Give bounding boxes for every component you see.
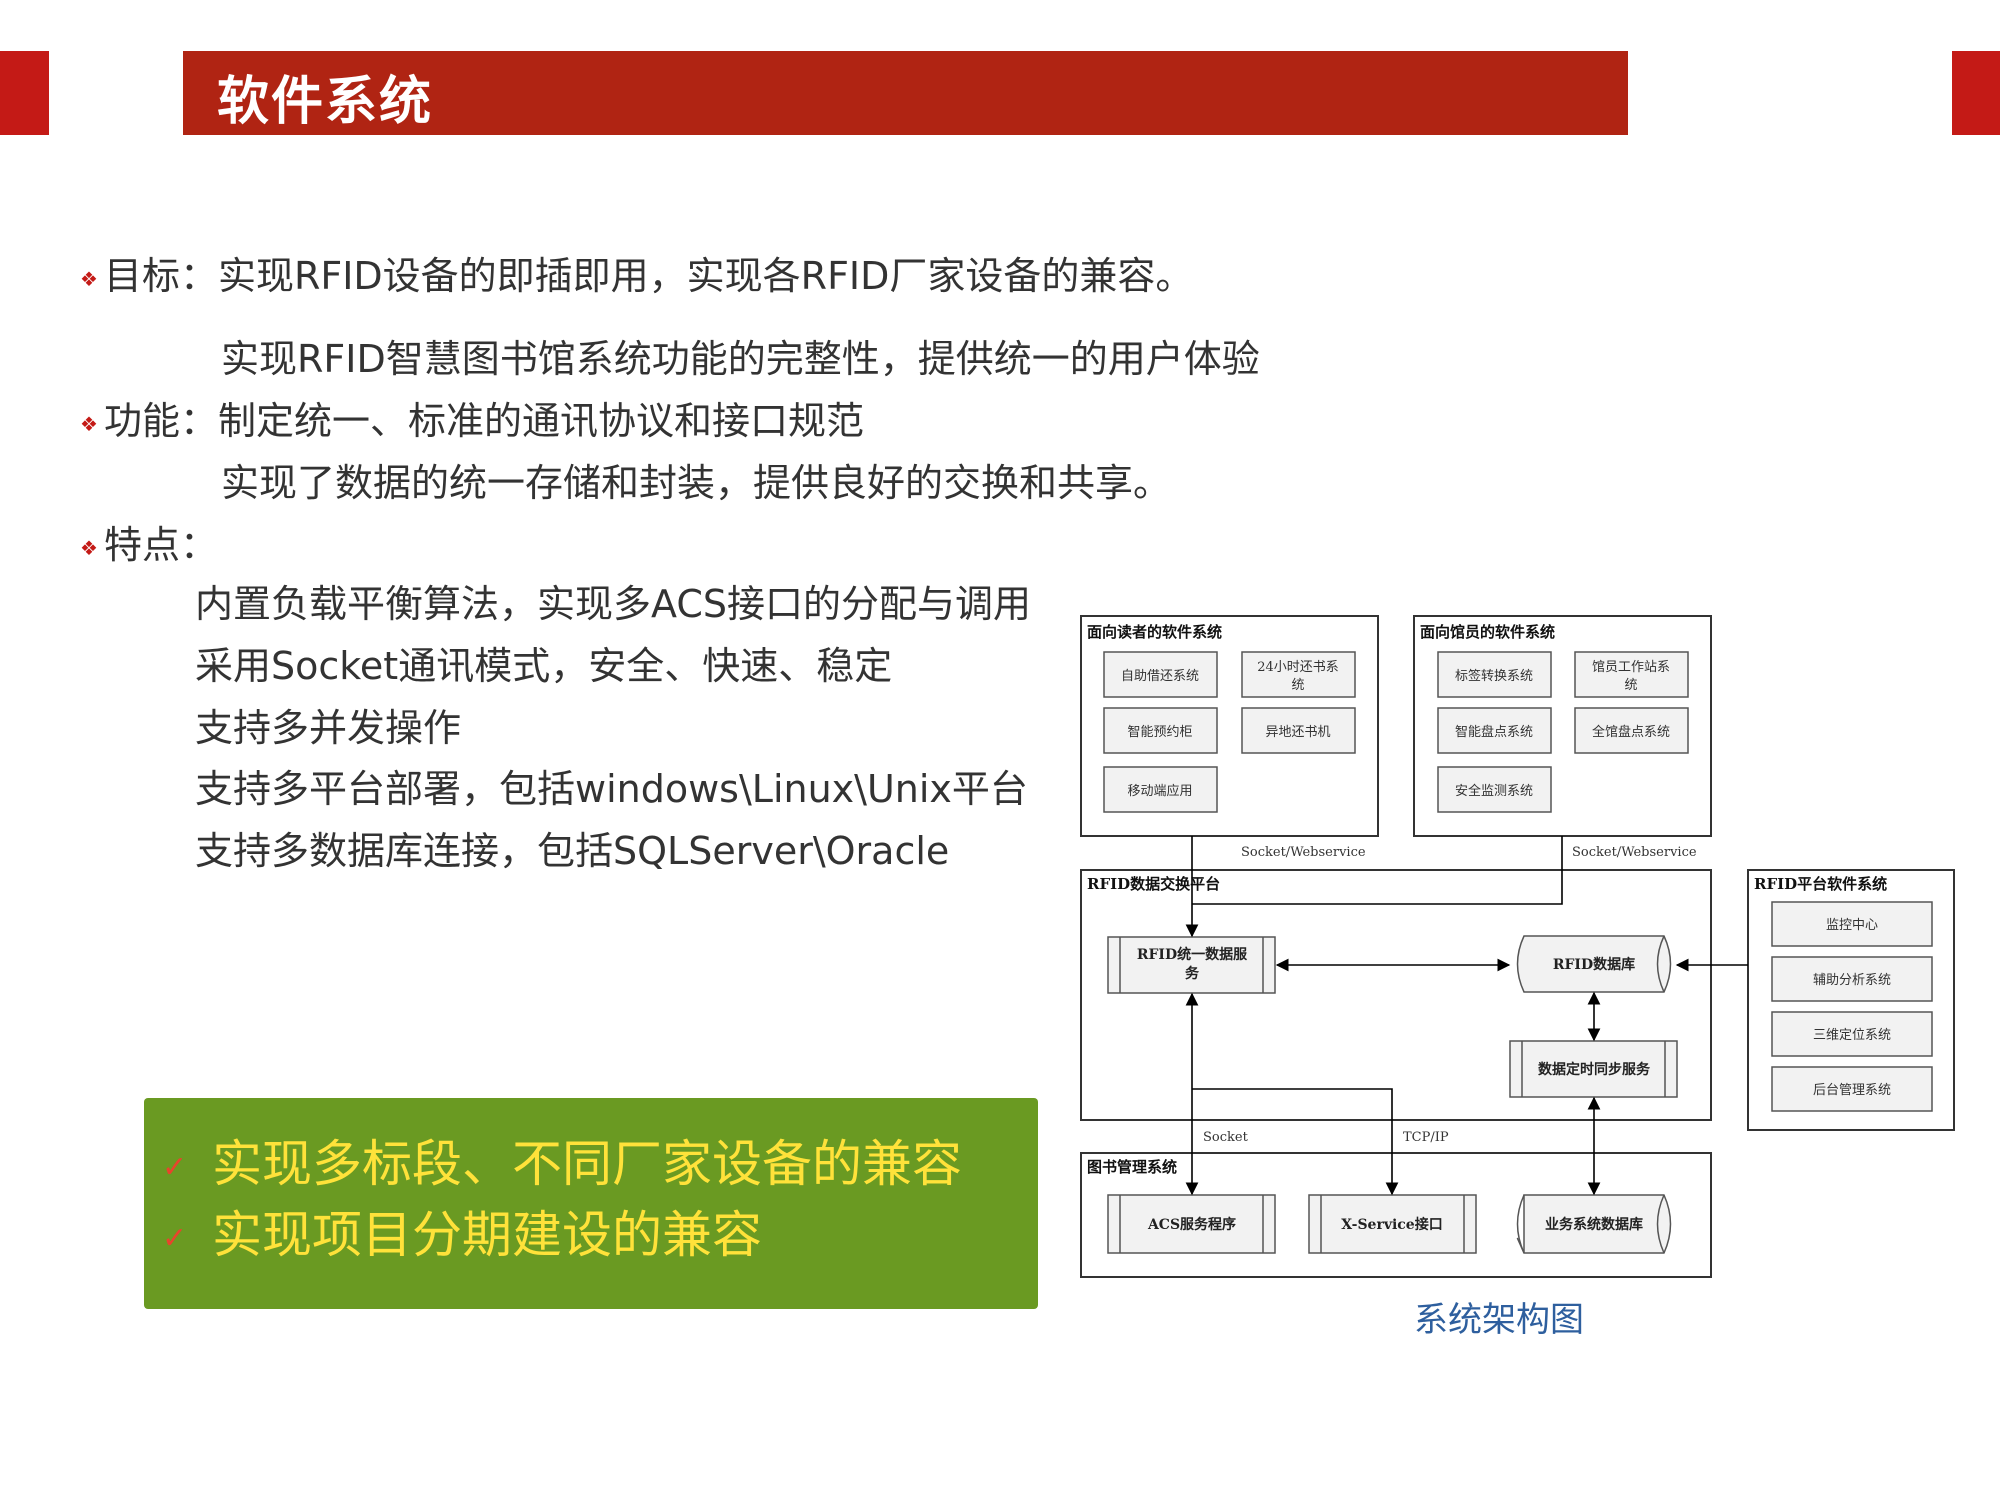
rfid-platform-software-group: RFID平台软件系统 监控中心 辅助分析系统 三维定位系统 后台管理系统 — [1747, 869, 1955, 1131]
data-sync-service: 数据定时同步服务 — [1538, 1061, 1651, 1078]
staff-item-security-monitor: 安全监测系统 — [1455, 783, 1533, 799]
staff-item-workstation-2: 统 — [1624, 678, 1637, 693]
checkmark-icon: ✓ — [162, 1149, 188, 1185]
socket-label: Socket — [1203, 1130, 1249, 1145]
tcpip-label: TCP/IP — [1403, 1130, 1449, 1145]
library-group-title: 图书管理系统 — [1087, 1158, 1177, 1176]
staff-item-workstation: 馆员工作站系 — [1592, 660, 1670, 675]
highlight-item: ✓ 实现项目分期建设的兼容 — [162, 1205, 762, 1269]
staff-item-smart-inventory: 智能盘点系统 — [1455, 724, 1533, 740]
feature-label: 特点： — [103, 523, 218, 567]
protocol-label-reader: Socket/Webservice — [1241, 845, 1366, 860]
highlight-item: ✓ 实现多标段、不同厂家设备的兼容 — [162, 1134, 962, 1198]
rfid-unified-data-service-2: 务 — [1185, 965, 1200, 982]
left-accent-bar — [0, 51, 49, 135]
rfid-unified-data-service: RFID统一数据服 — [1137, 946, 1248, 963]
right-accent-bar — [1952, 51, 2000, 135]
feature-item: 支持多数据库连接，包括SQLServer\Oracle — [195, 829, 950, 873]
goal-text-1: 目标：实现RFID设备的即插即用，实现各RFID厂家设备的兼容。 — [103, 254, 1194, 298]
platform-item-analysis: 辅助分析系统 — [1813, 973, 1891, 988]
goal-line-1: ❖目标：实现RFID设备的即插即用，实现各RFID厂家设备的兼容。 — [80, 253, 1193, 302]
title-bar: 软件系统 — [183, 51, 1628, 135]
page-title: 软件系统 — [217, 72, 434, 132]
platform-item-3d-location: 三维定位系统 — [1813, 1028, 1891, 1043]
architecture-diagram: 面向读者的软件系统 自助借还系统 24小时还书系 统 智能预约柜 异地还书机 移… — [1080, 615, 1955, 1278]
rfid-exchange-platform: RFID数据交换平台 RFID统一数据服 务 RFID数据库 数据定时同步服务 — [1080, 869, 1712, 1121]
feature-item: 支持多并发操作 — [195, 706, 462, 750]
goal-line-2: 实现RFID智慧图书馆系统功能的完整性，提供统一的用户体验 — [221, 337, 1260, 381]
diamond-bullet-icon: ❖ — [80, 411, 98, 436]
exchange-platform-title: RFID数据交换平台 — [1087, 875, 1220, 893]
diamond-bullet-icon: ❖ — [80, 535, 98, 560]
reader-item-remote-return: 异地还书机 — [1265, 725, 1330, 740]
rfid-database: RFID数据库 — [1553, 956, 1635, 973]
reader-item-24h-return-2: 统 — [1291, 678, 1304, 693]
function-line-2: 实现了数据的统一存储和封装，提供良好的交换和共享。 — [221, 461, 1172, 505]
platform-group-title: RFID平台软件系统 — [1754, 875, 1887, 893]
feature-item: 内置负载平衡算法，实现多ACS接口的分配与调用 — [195, 582, 1031, 626]
highlight-item-text: 实现项目分期建设的兼容 — [212, 1206, 762, 1264]
library-management-group: 图书管理系统 ACS服务程序 X-Service接口 业务系统数据库 — [1080, 1152, 1712, 1278]
diagram-caption: 系统架构图 — [1414, 1300, 1584, 1340]
highlight-box: ✓ 实现多标段、不同厂家设备的兼容 ✓ 实现项目分期建设的兼容 — [144, 1098, 1038, 1309]
checkmark-icon: ✓ — [162, 1220, 188, 1256]
reader-group-title: 面向读者的软件系统 — [1087, 623, 1222, 641]
highlight-item-text: 实现多标段、不同厂家设备的兼容 — [212, 1135, 962, 1193]
x-service-interface: X-Service接口 — [1341, 1216, 1442, 1233]
feature-item: 采用Socket通讯模式，安全、快速、稳定 — [195, 644, 893, 688]
reader-software-group: 面向读者的软件系统 自助借还系统 24小时还书系 统 智能预约柜 异地还书机 移… — [1080, 615, 1379, 837]
staff-group-title: 面向馆员的软件系统 — [1420, 623, 1555, 641]
diamond-bullet-icon: ❖ — [80, 266, 98, 291]
protocol-label-staff: Socket/Webservice — [1572, 845, 1697, 860]
reader-item-smart-locker: 智能预约柜 — [1127, 725, 1192, 740]
function-line-1: ❖功能：制定统一、标准的通讯协议和接口规范 — [80, 398, 864, 447]
reader-item-mobile-app: 移动端应用 — [1127, 783, 1192, 799]
function-text-1: 功能：制定统一、标准的通讯协议和接口规范 — [103, 399, 864, 443]
platform-item-monitor-center: 监控中心 — [1826, 918, 1878, 933]
reader-item-self-checkout: 自助借还系统 — [1121, 669, 1199, 684]
platform-item-backend-admin: 后台管理系统 — [1813, 1083, 1891, 1098]
staff-item-full-inventory: 全馆盘点系统 — [1592, 724, 1670, 740]
feature-label-line: ❖特点： — [80, 522, 218, 571]
acs-service: ACS服务程序 — [1147, 1216, 1236, 1233]
staff-software-group: 面向馆员的软件系统 标签转换系统 馆员工作站系 统 智能盘点系统 全馆盘点系统 … — [1413, 615, 1712, 837]
feature-item: 支持多平台部署，包括windows\Linux\Unix平台 — [195, 767, 1028, 811]
business-database: 业务系统数据库 — [1545, 1216, 1643, 1233]
staff-item-tag-convert: 标签转换系统 — [1455, 668, 1533, 684]
reader-item-24h-return: 24小时还书系 — [1257, 660, 1339, 675]
diagram-connectors — [1185, 836, 1748, 1196]
